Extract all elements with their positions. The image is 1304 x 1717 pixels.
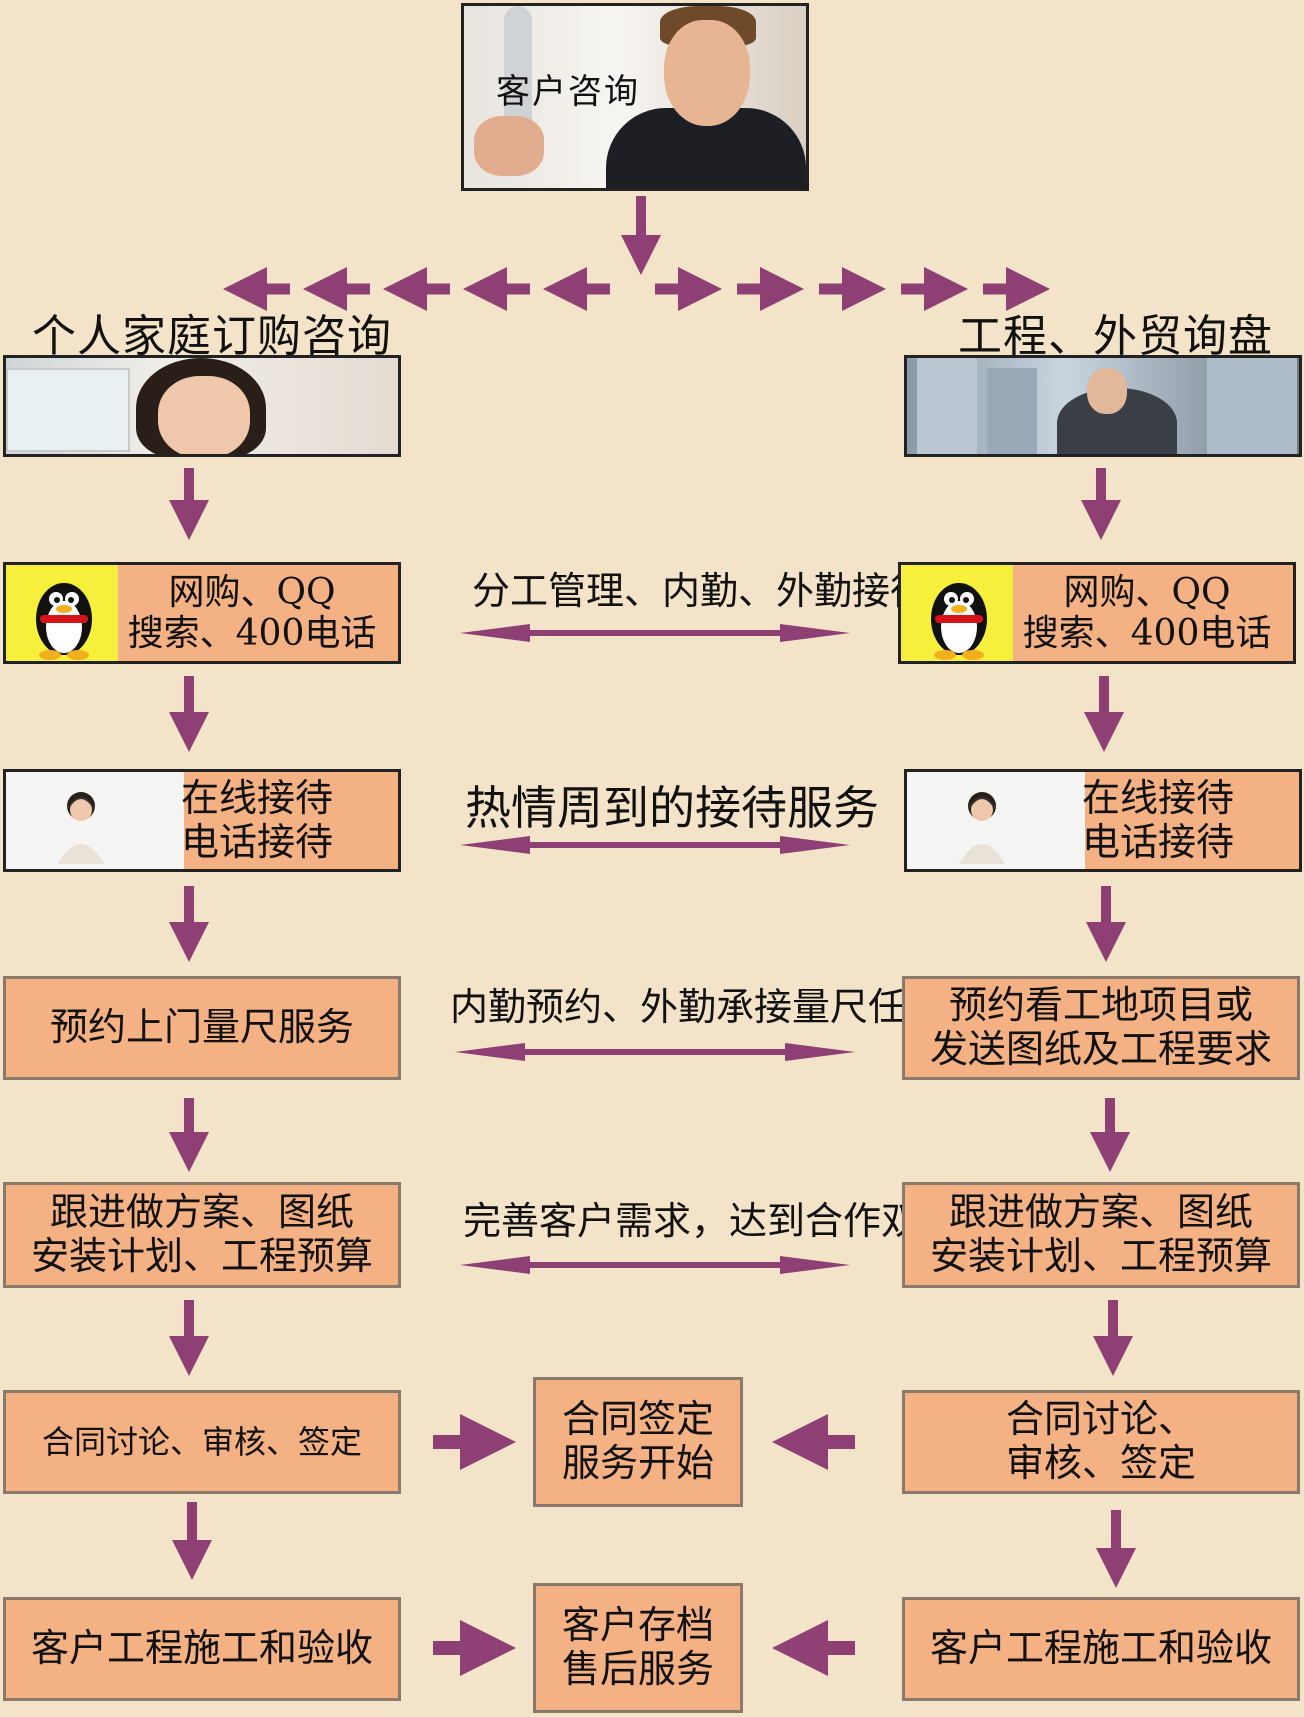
box-line: 安装计划、工程预算 <box>30 1234 373 1278</box>
left-measure-appointment-box: 预约上门量尺服务 <box>3 976 401 1080</box>
box-line: 客户工程施工和验收 <box>929 1626 1272 1671</box>
left-reception-box: 在线接待 电话接待 <box>3 769 401 872</box>
box-line: 售后服务 <box>561 1647 714 1691</box>
box-line: 预约看工地项目或 <box>948 983 1253 1028</box>
woman-on-phone-photo <box>3 355 401 457</box>
middle-label-1: 分工管理、内勤、外勤接待 <box>472 569 929 613</box>
right-contact-channels-box: 网购、QQ 搜索、400电话 <box>898 562 1296 664</box>
right-plan-budget-box: 跟进做方案、图纸 安装计划、工程预算 <box>902 1182 1300 1288</box>
box-line: 跟进做方案、图纸 <box>948 1190 1253 1235</box>
box-line: 合同讨论、审核、签定 <box>41 1422 362 1461</box>
box-line: 客户存档 <box>561 1603 714 1648</box>
right-site-visit-box: 预约看工地项目或 发送图纸及工程要求 <box>902 976 1300 1080</box>
left-branch-title: 个人家庭订购咨询 <box>32 311 392 362</box>
box-line: 在线接待 <box>180 775 333 820</box>
middle-label-4: 完善客户需求，达到合作双赢 <box>463 1199 958 1243</box>
box-line: 合同签定 <box>561 1397 714 1442</box>
top-label: 客户咨询 <box>496 72 640 112</box>
customer-service-agent-icon <box>959 792 1005 864</box>
left-contract-review-box: 合同讨论、审核、签定 <box>3 1390 401 1494</box>
middle-label-3: 内勤预约、外勤承接量尺任务 <box>450 985 945 1029</box>
right-construction-acceptance-box: 客户工程施工和验收 <box>902 1597 1300 1701</box>
box-line: 网购、QQ <box>168 571 336 613</box>
box-line: 合同讨论、 <box>1005 1397 1196 1442</box>
box-line: 搜索、400电话 <box>127 613 377 654</box>
businesswoman-city-photo <box>904 355 1302 457</box>
right-reception-box: 在线接待 电话接待 <box>904 769 1302 872</box>
left-construction-acceptance-box: 客户工程施工和验收 <box>3 1597 401 1701</box>
left-contact-channels-box: 网购、QQ 搜索、400电话 <box>3 562 401 664</box>
qq-penguin-icon <box>931 583 987 660</box>
contract-signed-box: 合同签定 服务开始 <box>533 1377 743 1507</box>
customer-consultation-photo: 客户咨询 <box>461 3 809 191</box>
box-line: 电话接待 <box>180 819 333 864</box>
right-contract-review-box: 合同讨论、 审核、签定 <box>902 1390 1300 1494</box>
box-line: 搜索、400电话 <box>1022 613 1272 654</box>
box-line: 发送图纸及工程要求 <box>929 1027 1272 1071</box>
archive-after-sales-box: 客户存档 售后服务 <box>533 1583 743 1713</box>
box-line: 跟进做方案、图纸 <box>49 1190 354 1235</box>
box-line: 服务开始 <box>561 1441 714 1485</box>
box-line: 客户工程施工和验收 <box>30 1626 373 1671</box>
box-line: 预约上门量尺服务 <box>49 1005 354 1050</box>
box-line: 网购、QQ <box>1063 571 1231 613</box>
right-branch-title: 工程、外贸询盘 <box>958 311 1273 362</box>
middle-label-2: 热情周到的接待服务 <box>465 781 879 835</box>
customer-service-agent-icon <box>58 792 104 864</box>
box-line: 审核、签定 <box>1005 1441 1196 1485</box>
box-line: 在线接待 <box>1081 775 1234 820</box>
qq-penguin-icon <box>36 583 92 660</box>
box-line: 安装计划、工程预算 <box>929 1234 1272 1278</box>
box-line: 电话接待 <box>1081 819 1234 864</box>
left-plan-budget-box: 跟进做方案、图纸 安装计划、工程预算 <box>3 1182 401 1288</box>
